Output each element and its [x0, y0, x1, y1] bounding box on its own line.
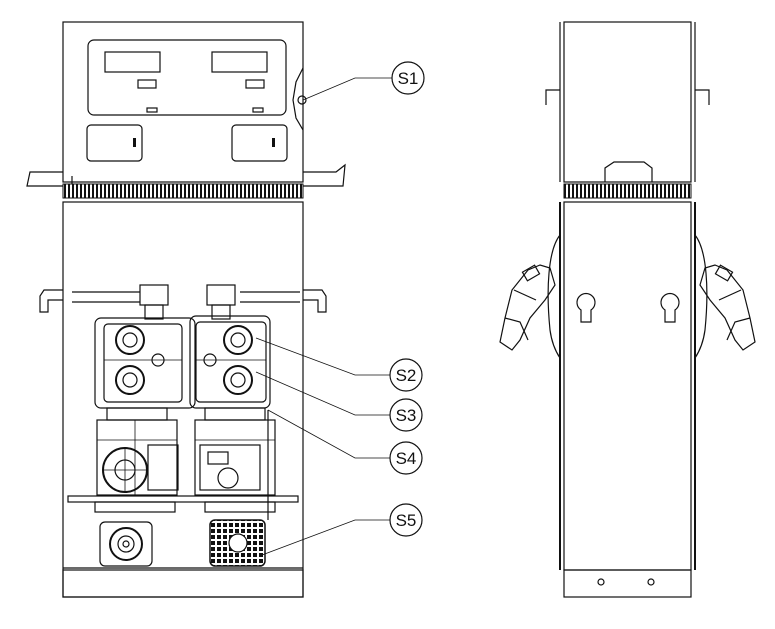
callout-s2-label: S2: [396, 366, 417, 385]
callout-s4-bubble: [389, 441, 423, 475]
valve-right-stem: [211, 304, 231, 320]
callout-s2-bubble: [389, 358, 423, 392]
valve-left: [139, 284, 169, 306]
keypad-slot-right: [272, 138, 275, 147]
callout-s2-leader: [255, 337, 390, 376]
keypad-right: [231, 124, 288, 162]
display-indicator-right: [252, 107, 264, 113]
bracket-right: [300, 163, 346, 187]
meter-right-lower-chamber: [223, 365, 253, 395]
callout-s5-label: S5: [396, 511, 417, 530]
front-display-panel: [87, 39, 287, 116]
callouts: S1 S2 S3 S4 S5: [255, 61, 425, 556]
pump-left: [96, 419, 179, 496]
shelf-plate-right: [204, 501, 276, 513]
callout-s1-leader: [302, 77, 392, 101]
valve-left-stem: [144, 304, 164, 320]
side-nozzle-left: [499, 234, 561, 359]
side-head-cabinet: [563, 21, 692, 183]
side-lower-cabinet: [563, 201, 692, 571]
side-handle: [604, 161, 653, 182]
side-base-plinth: [563, 569, 692, 598]
callout-s1-bubble: [391, 61, 425, 95]
motor-right: [209, 519, 266, 567]
front-view: [26, 21, 346, 598]
front-lower-cabinet: [62, 201, 304, 598]
display-window-left: [104, 51, 161, 73]
bracket-left: [26, 171, 73, 187]
meter-left: [94, 317, 196, 409]
callout-s3-leader: [255, 371, 390, 416]
side-lock-bracket: [292, 67, 304, 131]
callout-s1-label: S1: [398, 69, 419, 88]
display-window-right: [211, 51, 268, 73]
side-keyhole-right: [660, 292, 680, 323]
side-hook-left: [545, 89, 560, 105]
front-shelf: [67, 495, 299, 503]
side-nozzle-right: [694, 234, 756, 359]
meter-right: [189, 315, 271, 409]
side-keyhole-left: [576, 292, 596, 323]
display-small-window-right: [245, 79, 265, 89]
callout-s5-leader: [261, 519, 390, 556]
side-hook-right: [695, 89, 710, 105]
callout-s5-bubble: [389, 503, 423, 537]
pulser-left: [106, 407, 168, 421]
display-small-window-left: [137, 79, 157, 89]
side-lock: [297, 95, 307, 105]
meter-right-upper-chamber: [223, 325, 253, 355]
front-base-plinth: [62, 569, 304, 598]
holder-left: [39, 289, 63, 313]
side-vent-band: [563, 183, 692, 199]
callout-s4-leader: [267, 409, 390, 459]
shelf-plate-left: [94, 501, 176, 513]
pump-right: [194, 410, 276, 520]
motor-left: [99, 521, 153, 567]
callout-s3-label: S3: [396, 406, 417, 425]
front-head-cabinet: [62, 21, 304, 183]
valve-right: [206, 284, 236, 306]
callout-s4-label: S4: [396, 449, 417, 468]
pulser-right: [204, 407, 266, 421]
side-base-bolt-left: [597, 578, 605, 586]
side-base-bolt-right: [647, 578, 655, 586]
side-view: [499, 21, 756, 598]
keypad-left: [86, 124, 143, 162]
keypad-slot-left: [133, 138, 136, 147]
holder-right: [303, 289, 327, 313]
front-vent-band: [62, 183, 304, 199]
callout-s3-bubble: [389, 398, 423, 432]
display-indicator-left: [146, 107, 158, 113]
